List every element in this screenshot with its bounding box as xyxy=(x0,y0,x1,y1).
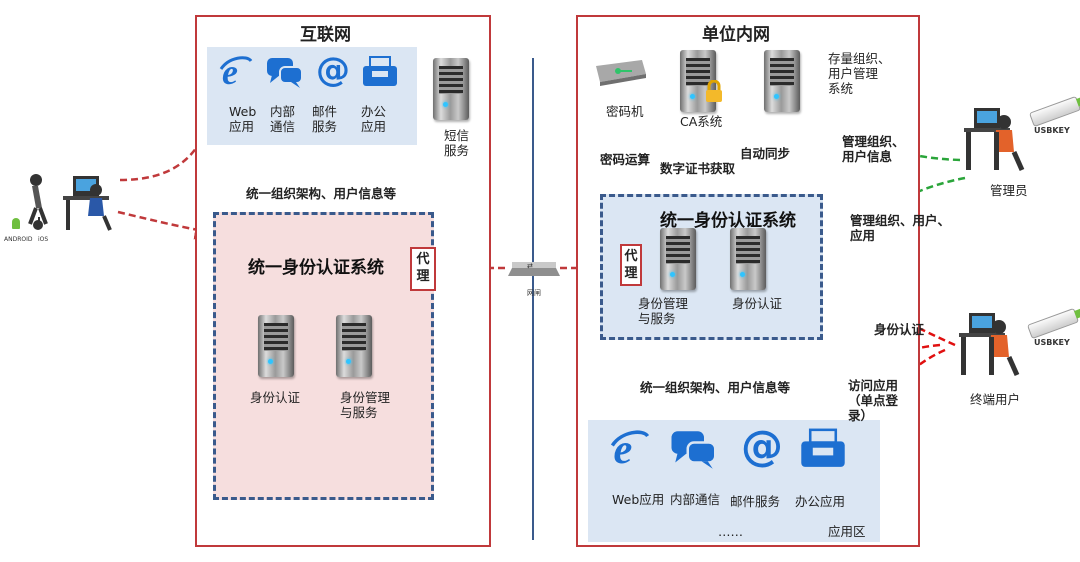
internet-sync-label: 统一组织架构、用户信息等 xyxy=(246,186,397,201)
internet-auth-server-icon xyxy=(258,315,294,377)
app-zone xyxy=(588,420,880,542)
app-label-chat: 内部通信 xyxy=(670,492,721,507)
chat-icon xyxy=(266,57,304,89)
internet-server-label-idm: 身份管理 与服务 xyxy=(340,390,391,420)
email-at-icon: @ xyxy=(316,50,350,90)
end-user-auth-label: 身份认证 xyxy=(874,322,925,337)
chat-icon xyxy=(670,430,718,470)
admin-link2-label: 管理组织、用户、 应用 xyxy=(850,213,951,243)
admin-link1-label: 管理组织、 用户信息 xyxy=(842,134,905,164)
app-ellipsis: …… xyxy=(718,524,743,539)
internet-idm-server-icon xyxy=(336,315,372,377)
intranet-auth-server-icon xyxy=(730,228,766,290)
internet-auth-title: 统一身份认证系统 xyxy=(248,258,384,278)
internet-app-label-mail: 邮件 服务 xyxy=(312,104,338,134)
internet-app-label-office: 办公 应用 xyxy=(361,104,387,134)
app-label-web: Web应用 xyxy=(612,492,665,507)
end-user-access-label: 访问应用 （单点登 录） xyxy=(848,378,899,423)
intranet-sync-label: 统一组织架构、用户信息等 xyxy=(640,380,791,395)
android-icon xyxy=(10,218,22,232)
admin-figure xyxy=(960,100,1030,175)
app-label-office: 办公应用 xyxy=(795,494,846,509)
internet-server-label-auth: 身份认证 xyxy=(250,390,301,405)
internet-proxy: 代 理 xyxy=(410,247,436,291)
gateway-icon: ⇄ xyxy=(508,258,560,282)
ie-icon: e xyxy=(610,426,650,473)
mobile-user-figure xyxy=(18,168,118,238)
intranet-server-label-idm: 身份管理 与服务 xyxy=(638,296,689,326)
link-sync-label: 自动同步 xyxy=(740,146,791,161)
internet-app-label-chat: 内部 通信 xyxy=(270,104,296,134)
admin-label: 管理员 xyxy=(990,183,1028,198)
end-user-usbkey-label: USBKEY xyxy=(1034,338,1070,347)
stock-system-server-icon xyxy=(764,50,800,112)
stock-system-label: 存量组织、 用户管理 系统 xyxy=(828,51,891,96)
link-cipher-label: 密码运算 xyxy=(600,152,651,167)
link-cert-label: 数字证书获取 xyxy=(660,161,736,176)
lock-icon xyxy=(705,79,723,102)
svg-text:⇄: ⇄ xyxy=(527,262,533,270)
intranet-server-label-auth: 身份认证 xyxy=(732,296,783,311)
end-user-label: 终端用户 xyxy=(970,392,1021,407)
intranet-auth-box xyxy=(600,194,823,340)
admin-usbkey-label: USBKEY xyxy=(1034,126,1070,135)
cipher-label: 密码机 xyxy=(606,104,644,119)
android-label: ANDROID xyxy=(4,236,33,243)
ios-label: iOS xyxy=(38,236,49,243)
office-inbox-icon xyxy=(362,56,398,88)
app-label-mail: 邮件服务 xyxy=(730,494,781,509)
ie-icon: e xyxy=(219,52,253,92)
app-zone-label: 应用区 xyxy=(828,524,866,539)
ca-label: CA系统 xyxy=(680,114,723,129)
internet-app-panel xyxy=(207,47,417,145)
intranet-proxy: 代 理 xyxy=(620,244,642,286)
apple-icon xyxy=(32,216,44,235)
office-inbox-icon xyxy=(800,428,846,470)
sms-label: 短信 服务 xyxy=(444,128,470,158)
sms-server-icon xyxy=(433,58,469,120)
cipher-machine-icon xyxy=(592,58,648,86)
end-user-figure xyxy=(955,305,1025,380)
internet-app-label-web: Web 应用 xyxy=(229,104,257,134)
email-at-icon: @ xyxy=(741,421,783,470)
internet-zone-title: 互联网 xyxy=(300,25,351,45)
arrow-mobile-to-web xyxy=(119,107,219,182)
gateway-label: 网闸 xyxy=(527,289,541,297)
intranet-zone-title: 单位内网 xyxy=(702,25,770,45)
intranet-idm-server-icon xyxy=(660,228,696,290)
arrow-mobile-to-auth xyxy=(117,210,215,240)
intranet-auth-title: 统一身份认证系统 xyxy=(660,211,796,231)
internet-auth-box xyxy=(213,212,434,500)
